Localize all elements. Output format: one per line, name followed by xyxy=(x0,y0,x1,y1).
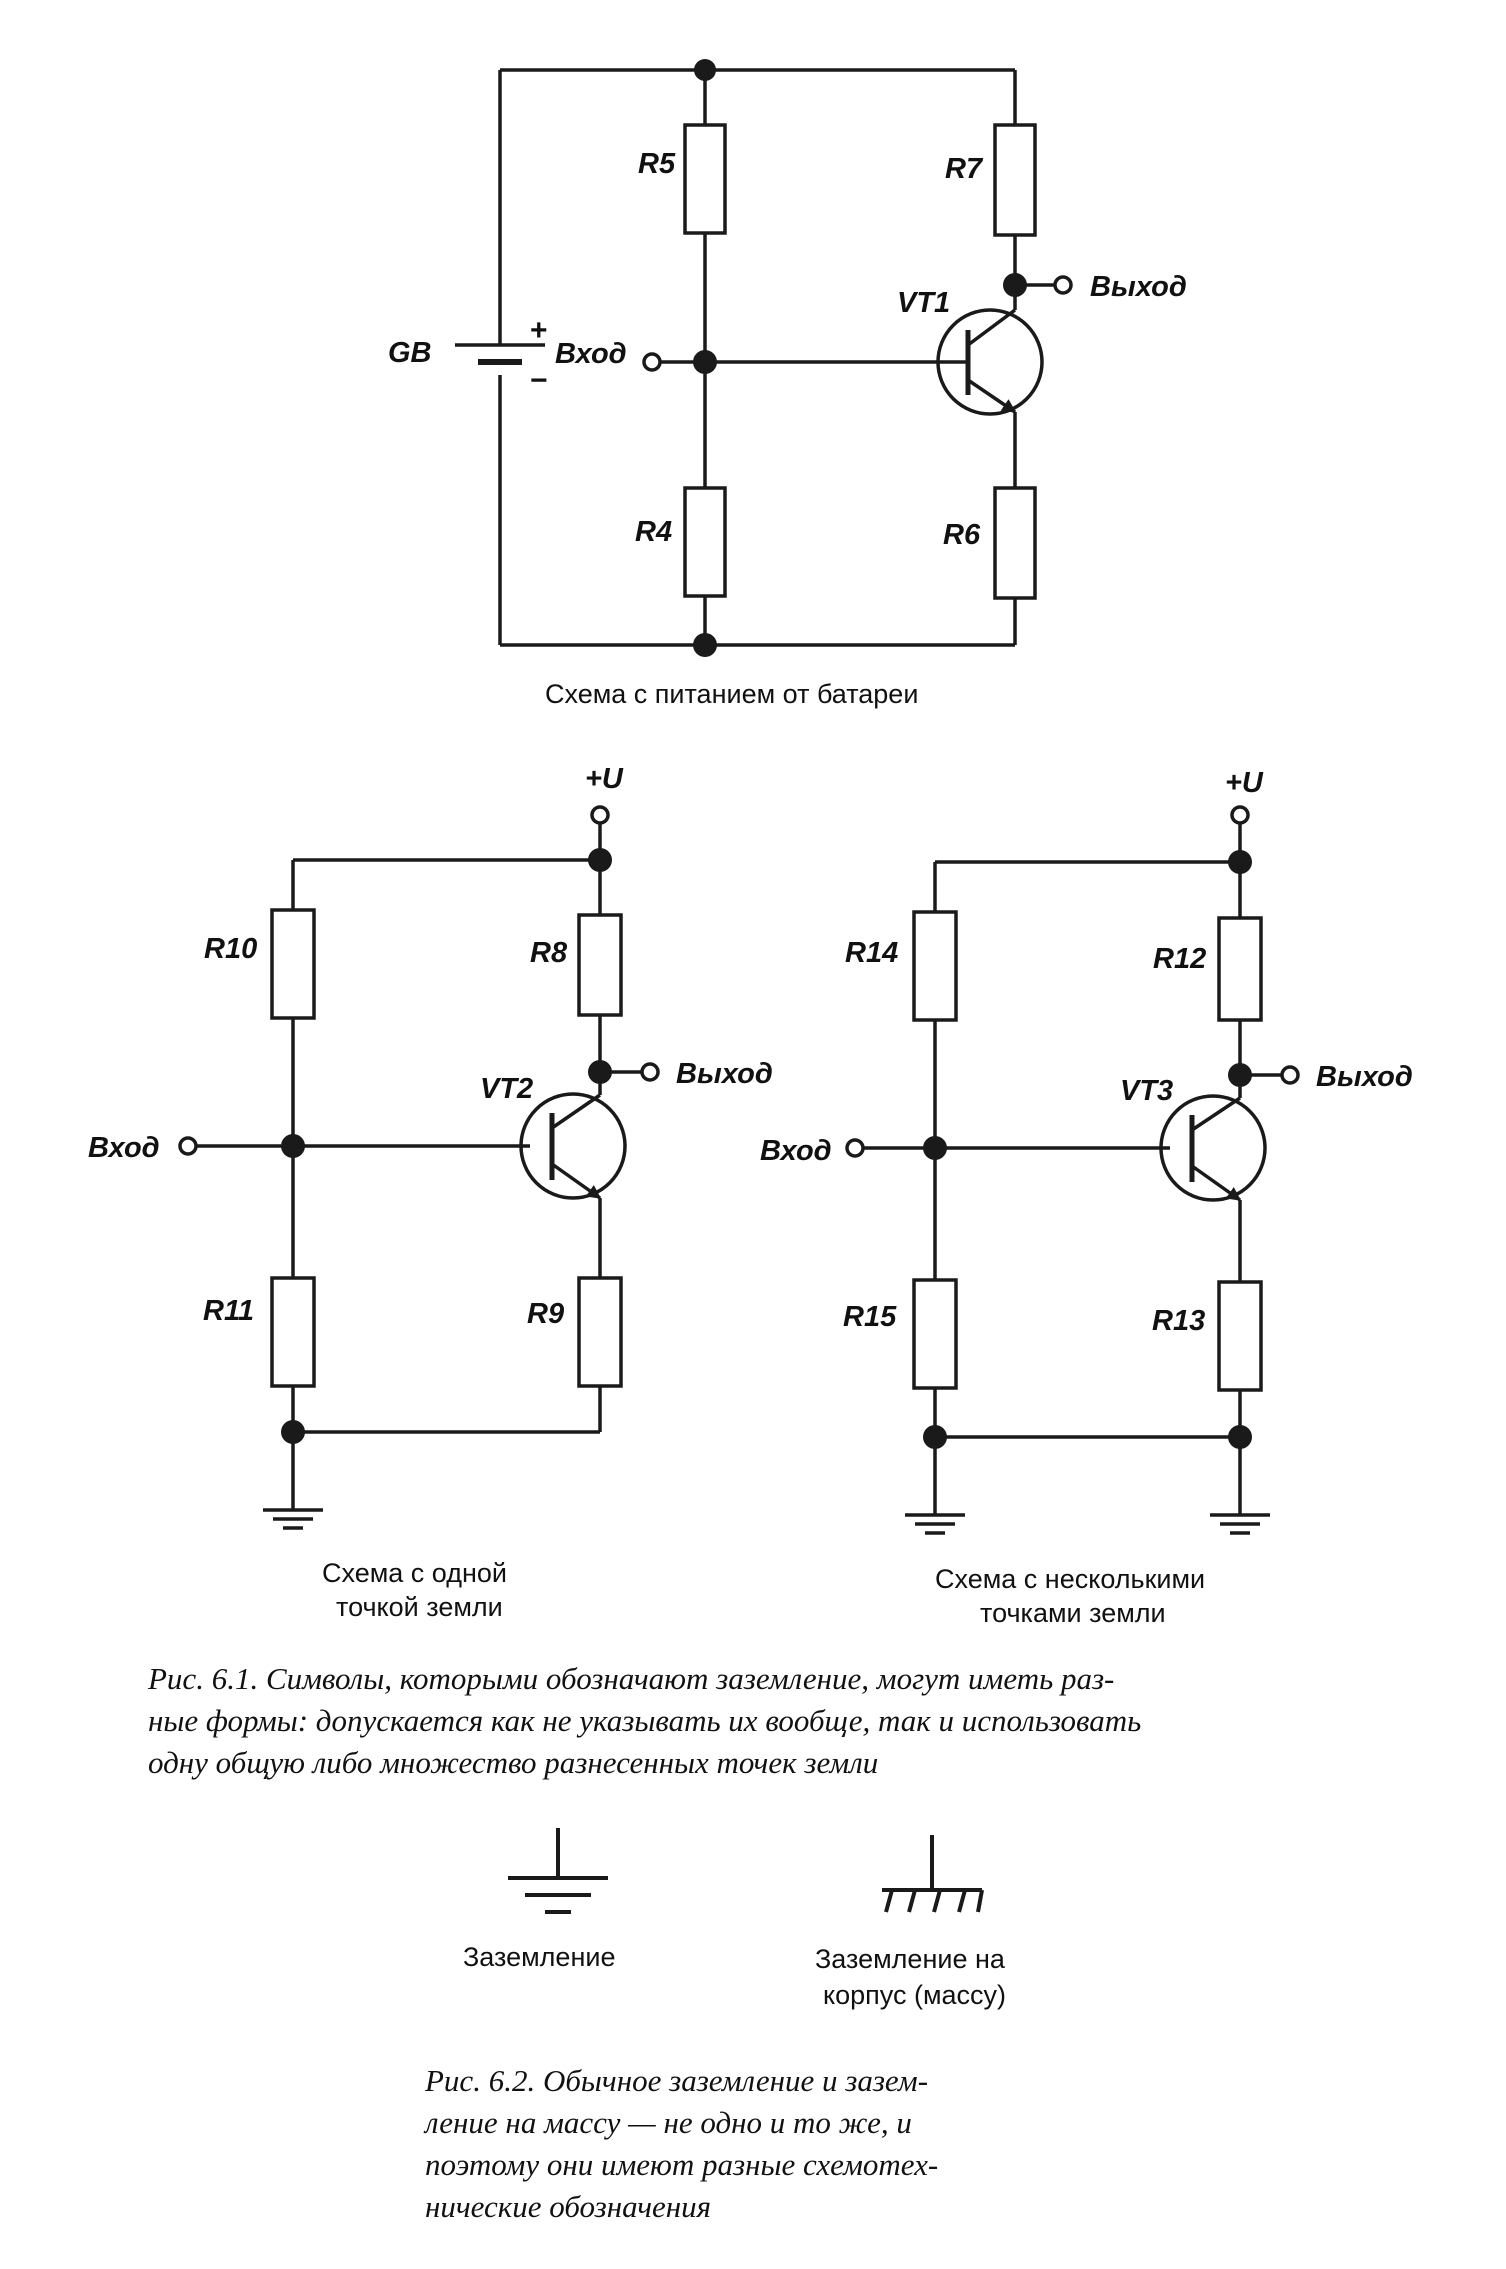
output-terminal-right xyxy=(1280,1065,1300,1085)
left-caption-line-2: точкой земли xyxy=(336,1592,503,1622)
input-label: Вход xyxy=(555,338,627,370)
figure-6-2-caption-line: поэтому они имеют разные схемотех- xyxy=(425,2147,939,2182)
figure-6-2-caption-line: Рис. 6.2. Обычное заземление и зазем- xyxy=(425,2063,929,2098)
transistor-label-vt2: VT2 xyxy=(480,1073,533,1105)
resistor-label-r5: R5 xyxy=(638,148,676,180)
figure-6-2-caption-line: ление на массу — не одно и то же, и xyxy=(425,2105,912,2140)
resistor-label-r4: R4 xyxy=(635,516,672,548)
input-terminal-right xyxy=(845,1138,865,1158)
battery-symbol xyxy=(455,343,545,365)
resistor-label-r13: R13 xyxy=(1152,1305,1205,1337)
output-terminal-left xyxy=(640,1062,660,1082)
battery-plus-sign: + xyxy=(530,314,548,347)
figure-6-2-caption-line: нические обозначения xyxy=(425,2189,712,2224)
chassis-ground-label-line-2: корпус (массу) xyxy=(823,1980,1006,2010)
resistor-label-r8: R8 xyxy=(530,937,568,969)
transistor-label-vt1: VT1 xyxy=(897,287,950,319)
ground-icon xyxy=(1210,1513,1270,1535)
output-label-right: Выход xyxy=(1316,1061,1413,1093)
right-caption-line-2: точками земли xyxy=(980,1598,1166,1628)
chassis-ground-label-line-1: Заземление на xyxy=(815,1944,1006,1974)
right-caption-line-1: Схема с несколькими xyxy=(935,1564,1205,1594)
input-terminal xyxy=(642,352,662,372)
supply-terminal-right xyxy=(1230,805,1250,825)
output-label: Выход xyxy=(1090,271,1187,303)
figure-6-1-caption-line: одну общую либо множество разнесенных то… xyxy=(148,1745,879,1780)
resistor-r15 xyxy=(912,1278,958,1390)
resistor-label-r7: R7 xyxy=(945,153,984,185)
resistor-r12 xyxy=(1217,916,1263,1022)
ground-icon xyxy=(263,1508,323,1530)
transistor-vt2 xyxy=(519,1092,627,1200)
ground-icon xyxy=(905,1513,965,1535)
transistor-vt1 xyxy=(936,308,1044,416)
right-junctions xyxy=(923,850,1252,1449)
transistor-label-vt3: VT3 xyxy=(1120,1075,1173,1107)
resistor-label-r6: R6 xyxy=(943,519,981,551)
resistor-r8 xyxy=(577,913,623,1017)
supply-label-right: +U xyxy=(1225,767,1264,799)
earth-ground-symbol xyxy=(508,1828,608,1914)
resistor-label-r9: R9 xyxy=(527,1298,564,1330)
earth-ground-label: Заземление xyxy=(463,1942,615,1972)
figure-6-1-caption-line: Рис. 6.1. Символы, которыми обозначают з… xyxy=(148,1661,1115,1696)
left-caption-line-1: Схема с одной xyxy=(322,1558,507,1588)
resistor-r9 xyxy=(577,1276,623,1388)
resistor-r5 xyxy=(683,123,727,235)
supply-terminal-left xyxy=(590,805,610,825)
input-terminal-left xyxy=(178,1136,198,1156)
resistor-r11 xyxy=(270,1276,316,1388)
chassis-ground-symbol xyxy=(882,1835,984,1913)
resistor-r14 xyxy=(912,910,958,1022)
figure-6-2-caption: Рис. 6.2. Обычное заземление и зазем- ле… xyxy=(425,2060,938,2228)
top-circuit-caption: Схема с питанием от батареи xyxy=(545,679,918,709)
resistor-label-r12: R12 xyxy=(1153,943,1206,975)
resistor-label-r10: R10 xyxy=(204,933,257,965)
resistor-r7 xyxy=(993,123,1037,237)
input-label-left: Вход xyxy=(88,1132,160,1164)
input-label-right: Вход xyxy=(760,1135,832,1167)
supply-label-left: +U xyxy=(585,763,624,795)
output-label-left: Выход xyxy=(676,1058,773,1090)
figure-6-1-caption-line: ные формы: допускается как не указывать … xyxy=(148,1703,1142,1738)
resistor-r13 xyxy=(1217,1280,1263,1392)
output-terminal xyxy=(1053,275,1073,295)
multiple-ground-circuit xyxy=(845,805,1300,1535)
resistor-r4 xyxy=(683,486,727,598)
resistor-label-r14: R14 xyxy=(845,937,898,969)
battery-label: GB xyxy=(388,337,432,369)
resistor-r6 xyxy=(993,486,1037,600)
transistor-vt3 xyxy=(1159,1094,1267,1202)
single-ground-circuit xyxy=(178,805,660,1530)
top-junctions xyxy=(693,59,1027,657)
left-junctions xyxy=(281,848,612,1444)
battery-minus-sign: − xyxy=(530,364,548,397)
resistor-label-r11: R11 xyxy=(203,1295,254,1327)
resistor-label-r15: R15 xyxy=(843,1301,897,1333)
resistor-r10 xyxy=(270,908,316,1020)
figure-6-1-caption: Рис. 6.1. Символы, которыми обозначают з… xyxy=(148,1658,1141,1784)
